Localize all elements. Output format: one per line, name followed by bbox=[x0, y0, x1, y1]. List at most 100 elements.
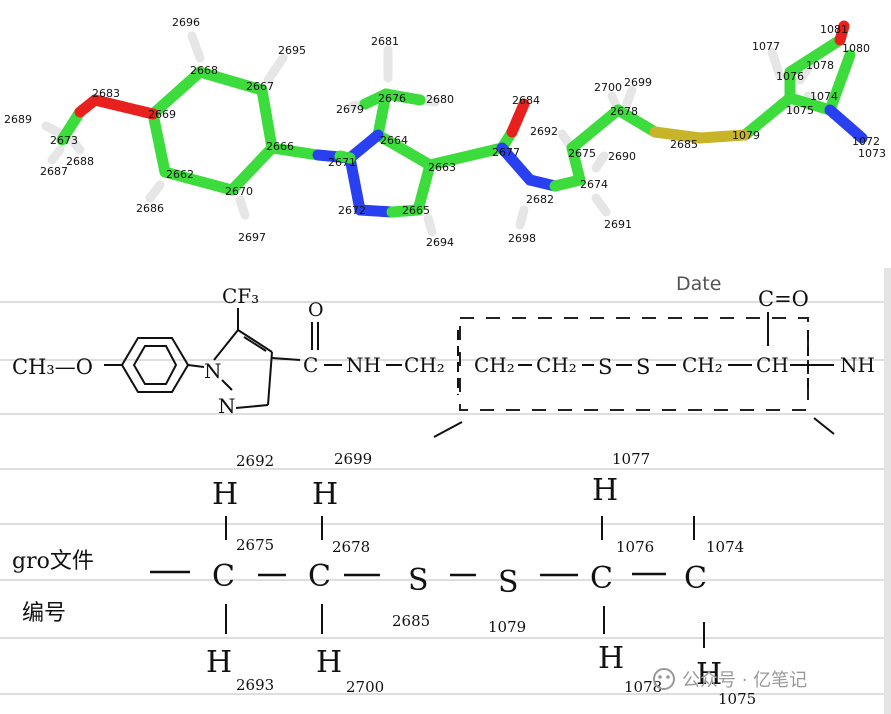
cf3-group: CF₃ bbox=[222, 284, 259, 308]
h-bottom-3-number: 1078 bbox=[624, 678, 662, 696]
carbon-2-number: 2678 bbox=[332, 538, 370, 556]
carbon-3-number: 1076 bbox=[616, 538, 654, 556]
gro-numbering-diagram: gro文件 编号 H 2692 C 2675 H 2693 H 2699 C 2… bbox=[12, 450, 756, 708]
h-top-1: H bbox=[212, 477, 238, 512]
h-bottom-1-number: 2693 bbox=[236, 676, 274, 694]
watermark-text: 公众号 · 亿笔记 bbox=[682, 670, 807, 691]
sulfur-a-number: 2685 bbox=[392, 612, 430, 630]
carbon-bonds bbox=[56, 34, 856, 216]
c-eq-o: C=O bbox=[758, 287, 809, 311]
h-bottom-4-number: 1075 bbox=[718, 690, 756, 708]
atom-label: 2676 bbox=[378, 92, 406, 105]
atom-label: 2694 bbox=[426, 236, 454, 249]
carbon-4: C bbox=[684, 561, 707, 596]
atom-label: 1081 bbox=[820, 23, 848, 36]
methoxy-group: CH₃—O bbox=[12, 355, 93, 379]
h-top-1-number: 2692 bbox=[236, 452, 274, 470]
atom-label: 1076 bbox=[776, 70, 804, 83]
carbonyl-oxygen: O bbox=[308, 299, 324, 321]
atom-label: 1079 bbox=[732, 129, 760, 142]
ch2-d: CH₂ bbox=[682, 353, 723, 377]
carbon-3: C bbox=[590, 561, 613, 596]
atom-label: 2690 bbox=[608, 150, 636, 163]
pyrazole-n1: N bbox=[204, 359, 222, 383]
atom-number-labels: 2696 2695 2668 2667 2683 2669 2689 2673 … bbox=[4, 16, 886, 249]
atom-label: 2695 bbox=[278, 44, 306, 57]
h-top-3: H bbox=[592, 473, 618, 508]
atom-label: 2697 bbox=[238, 231, 266, 244]
atom-label: 2685 bbox=[670, 138, 698, 151]
carbon-2: C bbox=[308, 559, 331, 594]
ch-group: CH bbox=[756, 353, 789, 377]
page-edge bbox=[884, 268, 891, 714]
ch2-a: CH₂ bbox=[404, 353, 445, 377]
atom-label: 2686 bbox=[136, 202, 164, 215]
carbonyl-carbon: C bbox=[303, 353, 318, 377]
atom-label: 2670 bbox=[225, 185, 253, 198]
atom-label: 2680 bbox=[426, 93, 454, 106]
carbon-1: C bbox=[212, 559, 235, 594]
phenyl-ring-drawing bbox=[104, 337, 205, 393]
atom-label: 2672 bbox=[338, 204, 366, 217]
atom-label: 2696 bbox=[172, 16, 200, 29]
atom-label: 2699 bbox=[624, 76, 652, 89]
atom-label: 2669 bbox=[148, 108, 176, 121]
atom-label: 2691 bbox=[604, 218, 632, 231]
atom-label: 2698 bbox=[508, 232, 536, 245]
atom-label: 2688 bbox=[66, 155, 94, 168]
carbon-bonds-2 bbox=[334, 150, 586, 218]
atom-label: 2674 bbox=[580, 178, 608, 191]
sulfur-bonds bbox=[649, 126, 751, 144]
ch2-c: CH₂ bbox=[536, 353, 577, 377]
atom-label: 2662 bbox=[166, 168, 194, 181]
atom-label: 2671 bbox=[328, 156, 356, 169]
h-top-2-number: 2699 bbox=[334, 450, 372, 468]
ruled-lines bbox=[0, 301, 891, 695]
atom-label: 2689 bbox=[4, 113, 32, 126]
handwritten-structural-formula: CH₃—O N N CF₃ O C NH CH₂ bbox=[12, 284, 875, 438]
h-top-2: H bbox=[312, 477, 338, 512]
gro-label-line1: gro文件 bbox=[12, 549, 94, 574]
watermark: 公众号 · 亿笔记 bbox=[653, 668, 807, 691]
terminal-nh: NH bbox=[840, 353, 875, 377]
sulfur-1: S bbox=[598, 355, 612, 379]
h-bottom-4: H bbox=[696, 657, 722, 692]
atom-label: 2668 bbox=[190, 64, 218, 77]
nitrogen-bonds bbox=[312, 104, 868, 218]
h-bottom-2-number: 2700 bbox=[346, 678, 384, 696]
atom-label: 2687 bbox=[40, 165, 68, 178]
atom-label: 2673 bbox=[50, 134, 78, 147]
atom-label: 2665 bbox=[402, 204, 430, 217]
gro-label-line2: 编号 bbox=[22, 601, 66, 626]
h-bottom-2: H bbox=[316, 645, 342, 680]
atom-label: 1075 bbox=[786, 104, 814, 117]
molecule-stick-model bbox=[41, 20, 868, 237]
pyrazole-n2: N bbox=[218, 394, 236, 418]
atom-label: 2667 bbox=[246, 80, 274, 93]
ch2-b: CH₂ bbox=[474, 353, 515, 377]
sulfur-a: S bbox=[408, 563, 429, 598]
atom-label: 1072 bbox=[852, 135, 880, 148]
sulfur-b: S bbox=[498, 565, 519, 600]
atom-label: 2677 bbox=[492, 146, 520, 159]
oxygen-bonds bbox=[74, 20, 850, 138]
atom-label: 1077 bbox=[752, 40, 780, 53]
atom-label: 2678 bbox=[610, 105, 638, 118]
carbon-1-number: 2675 bbox=[236, 536, 274, 554]
atom-label: 2664 bbox=[380, 134, 408, 147]
h-bottom-1: H bbox=[206, 645, 232, 680]
date-label: Date bbox=[676, 273, 721, 295]
atom-label: 2700 bbox=[594, 81, 622, 94]
atom-label: 2683 bbox=[92, 87, 120, 100]
atom-label: 2666 bbox=[266, 140, 294, 153]
atom-label: 2684 bbox=[512, 94, 540, 107]
carbonyl-double-bond bbox=[311, 322, 319, 350]
amide-nh: NH bbox=[346, 353, 381, 377]
h-bottom-3: H bbox=[598, 641, 624, 676]
atom-label: 1073 bbox=[858, 147, 886, 160]
sulfur-2: S bbox=[636, 355, 650, 379]
h-top-3-number: 1077 bbox=[612, 450, 650, 468]
atom-label: 2679 bbox=[336, 103, 364, 116]
atom-label: 2675 bbox=[568, 147, 596, 160]
